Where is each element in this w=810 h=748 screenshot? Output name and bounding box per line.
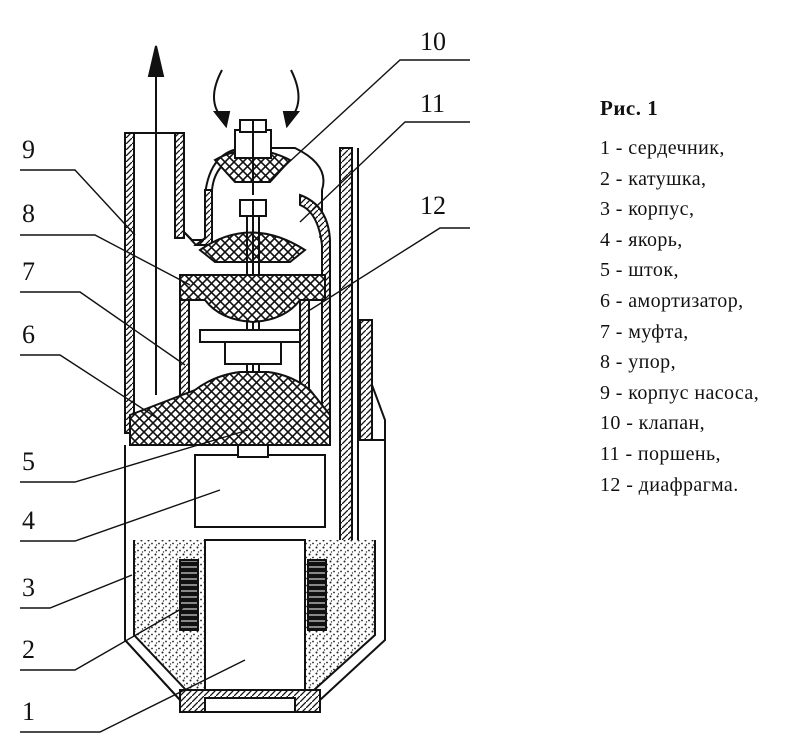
legend-item: 9 - корпус насоса, — [600, 381, 760, 404]
callout-8: 8 — [22, 199, 35, 228]
valve — [213, 119, 292, 195]
armature — [194, 444, 326, 528]
callout-2: 2 — [22, 635, 35, 664]
legend-item: 8 - упор, — [600, 351, 676, 374]
legend-item: 6 - амортизатор, — [600, 289, 744, 312]
legend-item: 5 - шток, — [600, 259, 679, 282]
callout-1: 1 — [22, 697, 35, 726]
coil — [179, 559, 327, 631]
callout-6: 6 — [22, 320, 35, 349]
callout-11: 11 — [420, 89, 445, 118]
legend-item: 2 - катушка, — [600, 167, 707, 190]
figure-legend: Рис. 1 1 - сердечник, 2 - катушка, 3 - к… — [600, 96, 805, 500]
callout-10: 10 — [420, 27, 446, 56]
callout-9: 9 — [22, 135, 35, 164]
legend-item: 1 - сердечник, — [600, 137, 725, 159]
legend-item: 12 - диафрагма. — [600, 473, 739, 496]
shock-absorber — [129, 371, 331, 446]
legend-list: 1 - сердечник, 2 - катушка, 3 - корпус, … — [600, 133, 805, 500]
outlet-arrow — [147, 45, 165, 395]
side-tube — [329, 147, 386, 601]
leader-lines — [20, 59, 470, 733]
legend-item: 11 - поршень, — [600, 442, 721, 465]
inflow-arrows — [212, 69, 301, 129]
callout-3: 3 — [22, 573, 35, 602]
callout-4: 4 — [22, 506, 35, 535]
callout-5: 5 — [22, 447, 35, 476]
core — [204, 539, 306, 691]
callout-12: 12 — [420, 191, 446, 220]
legend-item: 4 - якорь, — [600, 228, 683, 251]
diaphragm — [179, 274, 326, 324]
legend-item: 7 - муфта, — [600, 320, 689, 343]
figure-title: Рис. 1 — [600, 96, 659, 120]
callout-7: 7 — [22, 257, 35, 286]
pump-cross-section-diagram: 9 8 7 6 5 4 3 2 1 10 11 12 — [20, 27, 470, 733]
coupling — [199, 329, 301, 365]
legend-item: 10 - клапан, — [600, 412, 706, 435]
legend-item: 3 - корпус, — [600, 198, 695, 221]
